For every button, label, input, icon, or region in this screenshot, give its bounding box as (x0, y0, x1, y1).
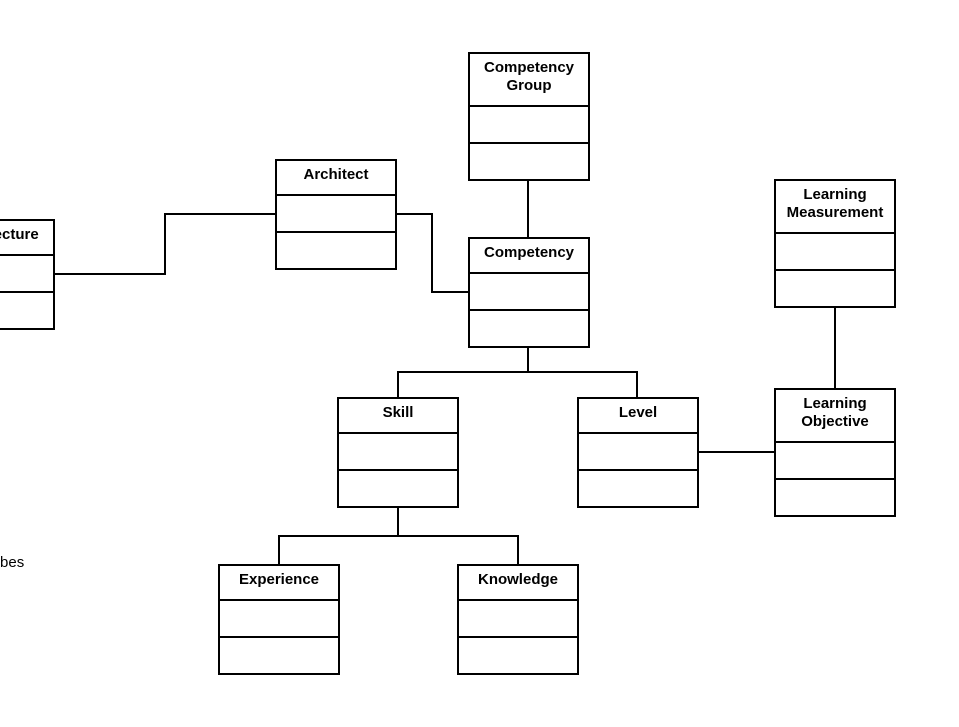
class-learning-objective-operations (776, 480, 894, 515)
connector-skill-experience (278, 507, 399, 565)
class-level[interactable]: Level (577, 397, 699, 508)
class-learning-measurement-attributes (776, 234, 894, 271)
class-learning-objective-title: Learning Objective (776, 390, 894, 443)
class-architect[interactable]: Architect (275, 159, 397, 270)
class-knowledge-operations (459, 638, 577, 673)
class-competency-group-title: Competency Group (470, 54, 588, 107)
class-learning-measurement-operations (776, 271, 894, 306)
class-experience-attributes (220, 601, 338, 638)
class-competency-group-operations (470, 144, 588, 179)
class-competency-group[interactable]: Competency Group (468, 52, 590, 181)
class-competency-attributes (470, 274, 588, 311)
class-learning-measurement-title: Learning Measurement (776, 181, 894, 234)
class-learning-objective[interactable]: Learning Objective (774, 388, 896, 517)
class-experience-title: Experience (220, 566, 338, 601)
connector-architect-competency (396, 213, 470, 293)
class-knowledge-attributes (459, 601, 577, 638)
connector-competency-skill (397, 347, 529, 398)
class-architecture-operations (0, 293, 53, 328)
class-level-title: Level (579, 399, 697, 434)
class-skill-title: Skill (339, 399, 457, 434)
class-level-operations (579, 471, 697, 506)
class-skill-operations (339, 471, 457, 506)
class-competency[interactable]: Competency (468, 237, 590, 348)
class-architect-title: Architect (277, 161, 395, 196)
class-experience[interactable]: Experience (218, 564, 340, 675)
class-architecture-attributes (0, 256, 53, 293)
class-skill[interactable]: Skill (337, 397, 459, 508)
connector-competency-level (528, 371, 638, 398)
class-architecture-title: Architecture (0, 221, 53, 256)
class-experience-operations (220, 638, 338, 673)
class-skill-attributes (339, 434, 457, 471)
class-architect-operations (277, 233, 395, 268)
class-learning-measurement[interactable]: Learning Measurement (774, 179, 896, 308)
class-architecture[interactable]: Architecture (0, 219, 55, 330)
relation-label: describes (0, 554, 25, 571)
class-architect-attributes (277, 196, 395, 233)
class-competency-operations (470, 311, 588, 346)
class-knowledge-title: Knowledge (459, 566, 577, 601)
class-level-attributes (579, 434, 697, 471)
connector-architecture-architect (54, 213, 277, 275)
class-knowledge[interactable]: Knowledge (457, 564, 579, 675)
class-learning-objective-attributes (776, 443, 894, 480)
connector-skill-knowledge (398, 535, 519, 565)
class-competency-group-attributes (470, 107, 588, 144)
class-competency-title: Competency (470, 239, 588, 274)
